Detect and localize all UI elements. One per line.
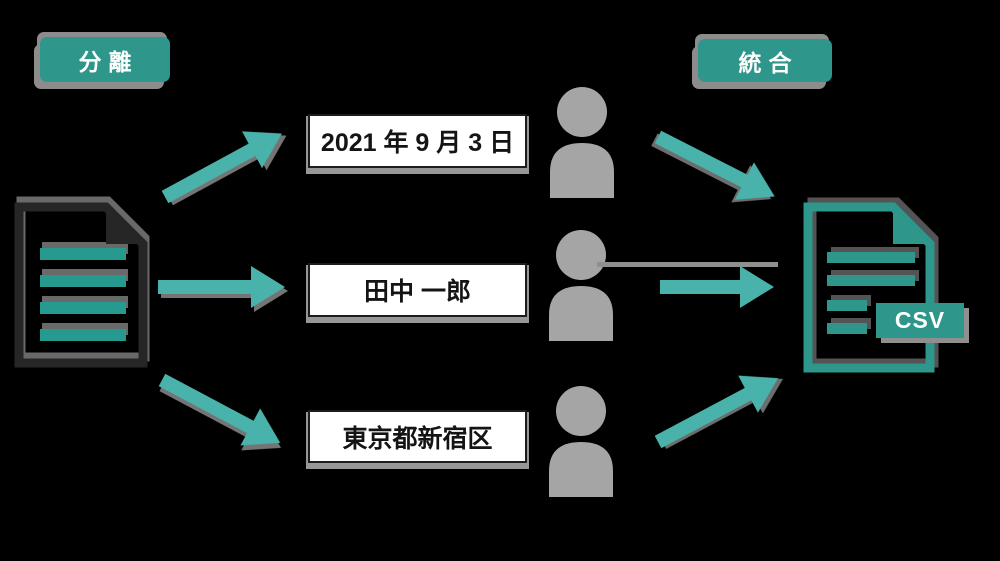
person-icon xyxy=(550,87,614,198)
arrow-address-to-output xyxy=(646,356,790,464)
separation-stage-badge: 分離 xyxy=(40,37,170,82)
person-icon xyxy=(549,230,613,341)
field-date-text: 2021 年 9 月 3 日 xyxy=(320,129,515,157)
arrow-source-to-date xyxy=(153,112,294,219)
field-box-address: 東京都新宿区 xyxy=(308,410,527,463)
source-document-icon xyxy=(12,200,152,370)
person-icon-date-worker xyxy=(544,86,620,198)
arrow-source-to-name xyxy=(158,262,285,312)
arrow-shadow-line xyxy=(597,262,778,267)
person-icon-address-worker xyxy=(543,385,619,497)
output-document-icon xyxy=(798,200,973,375)
field-box-name: 田中 一郎 xyxy=(308,263,527,317)
arrow-source-to-address xyxy=(150,358,292,465)
arrow-name-to-output xyxy=(660,262,774,312)
document-icon xyxy=(14,202,148,368)
arrow-date-to-output xyxy=(647,115,786,219)
field-address-text: 東京都新宿区 xyxy=(342,424,493,453)
field-box-date: 2021 年 9 月 3 日 xyxy=(308,114,527,168)
person-icon xyxy=(549,386,613,497)
csv-document-icon xyxy=(803,202,935,373)
person-icon-name-worker xyxy=(543,229,619,341)
csv-file-badge: CSV xyxy=(876,303,964,338)
integration-stage-badge: 統合 xyxy=(698,39,832,82)
field-name-text: 田中 一郎 xyxy=(364,278,471,306)
